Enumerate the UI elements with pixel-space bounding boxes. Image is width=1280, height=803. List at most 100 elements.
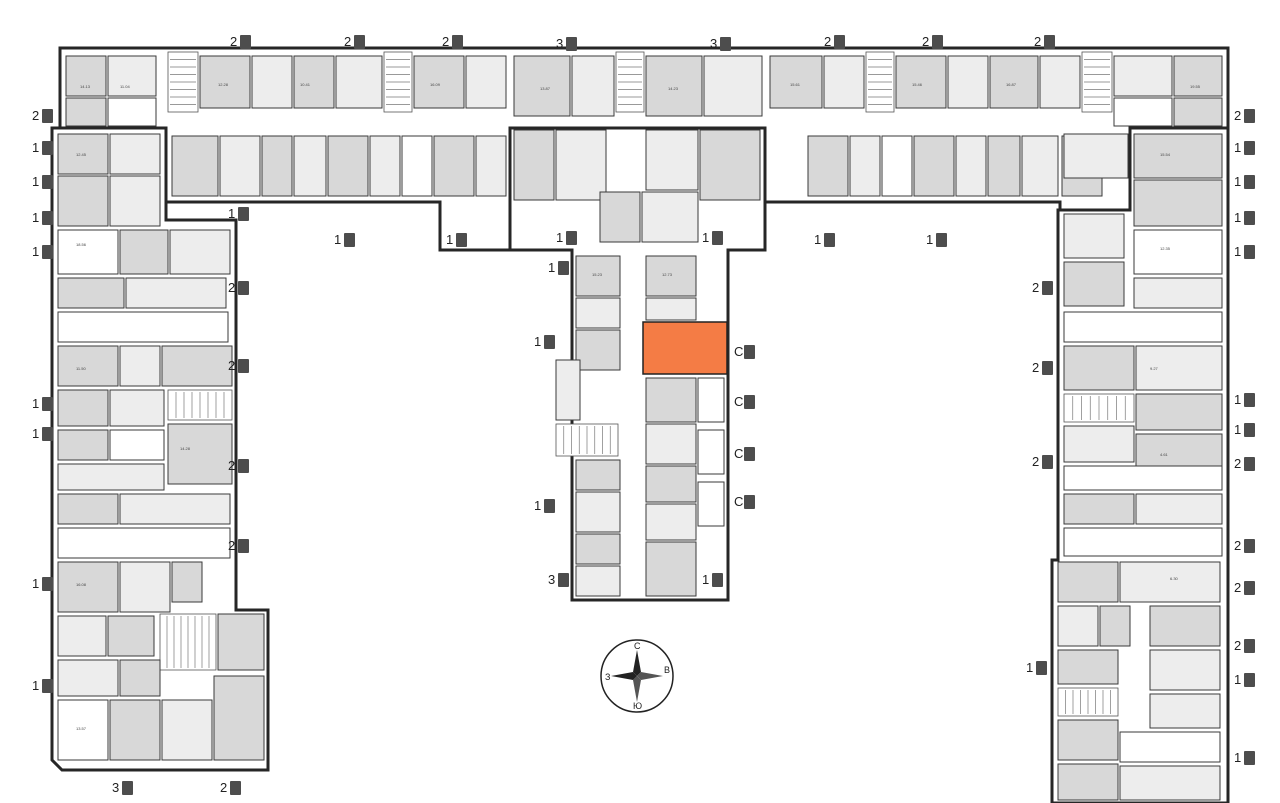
room-count-label[interactable]: 2 xyxy=(344,34,351,49)
room-count-label[interactable]: 1 xyxy=(926,232,933,247)
room xyxy=(119,493,231,525)
room-count-label[interactable]: 2 xyxy=(220,780,227,795)
stair-hatching xyxy=(166,59,1126,714)
studio-label[interactable]: С xyxy=(734,394,743,409)
room xyxy=(1063,311,1223,343)
room xyxy=(641,191,699,243)
room xyxy=(1099,605,1131,647)
apartment-info-tag xyxy=(558,573,569,587)
room-count-label[interactable]: 1 xyxy=(32,244,39,259)
room xyxy=(571,55,615,117)
room xyxy=(57,389,109,427)
room-count-label[interactable]: 1 xyxy=(702,572,709,587)
room-count-label[interactable]: 1 xyxy=(1234,672,1241,687)
room-count-label[interactable]: 2 xyxy=(228,280,235,295)
room xyxy=(109,133,161,175)
selected-apartment[interactable] xyxy=(642,321,728,375)
room-count-label[interactable]: 2 xyxy=(1034,34,1041,49)
room-count-label[interactable]: 1 xyxy=(548,260,555,275)
studio-label[interactable]: С xyxy=(734,446,743,461)
room xyxy=(575,533,621,565)
room-count-label[interactable]: 2 xyxy=(1234,456,1241,471)
room-count-label[interactable]: 1 xyxy=(534,498,541,513)
room-count-label[interactable]: 1 xyxy=(1234,244,1241,259)
room xyxy=(1057,719,1119,761)
room-count-label[interactable]: 1 xyxy=(32,396,39,411)
room-count-label[interactable]: 2 xyxy=(922,34,929,49)
studio-label[interactable]: С xyxy=(734,344,743,359)
room-count-label[interactable]: 1 xyxy=(446,232,453,247)
room xyxy=(1119,765,1221,801)
room-area: 10.41 xyxy=(300,82,311,87)
room xyxy=(65,97,107,127)
room-count-label[interactable]: 1 xyxy=(32,140,39,155)
room-count-label[interactable]: 1 xyxy=(1234,140,1241,155)
apartment-info-tag xyxy=(42,141,53,155)
room-count-label[interactable]: 1 xyxy=(1234,174,1241,189)
room-count-label[interactable]: 1 xyxy=(334,232,341,247)
room-count-label[interactable]: 1 xyxy=(32,426,39,441)
room-count-label[interactable]: 1 xyxy=(702,230,709,245)
room xyxy=(217,613,265,671)
room-count-label[interactable]: 1 xyxy=(534,334,541,349)
room-count-label[interactable]: 1 xyxy=(1234,750,1241,765)
room-count-label[interactable]: 1 xyxy=(556,230,563,245)
room-area: 15.23 xyxy=(592,272,603,277)
room-count-label[interactable]: 2 xyxy=(228,458,235,473)
room-count-label[interactable]: 3 xyxy=(710,36,717,51)
room-count-label[interactable]: 1 xyxy=(1234,210,1241,225)
room-count-label[interactable]: 2 xyxy=(228,538,235,553)
room-count-label[interactable]: 2 xyxy=(230,34,237,49)
room-count-label[interactable]: 2 xyxy=(1234,538,1241,553)
room-count-label[interactable]: 3 xyxy=(548,572,555,587)
studio-label[interactable]: С xyxy=(734,494,743,509)
room xyxy=(57,699,109,761)
left-wing-rooms xyxy=(57,133,265,761)
room-count-label[interactable]: 2 xyxy=(32,108,39,123)
room xyxy=(1063,527,1223,557)
room-count-label[interactable]: 1 xyxy=(228,206,235,221)
room-count-label[interactable]: 1 xyxy=(1026,660,1033,675)
room-count-label[interactable]: 1 xyxy=(32,174,39,189)
room xyxy=(107,97,157,127)
apartment-info-tag xyxy=(1044,35,1055,49)
room xyxy=(327,135,369,197)
room-count-label[interactable]: 1 xyxy=(1234,422,1241,437)
apartment-info-tag xyxy=(240,35,251,49)
room xyxy=(171,561,203,603)
room-count-label[interactable]: 3 xyxy=(556,36,563,51)
room-count-label[interactable]: 1 xyxy=(32,678,39,693)
room xyxy=(401,135,433,197)
room xyxy=(769,55,823,109)
room-count-label[interactable]: 1 xyxy=(814,232,821,247)
room xyxy=(703,55,763,117)
room xyxy=(645,465,697,503)
room-count-label[interactable]: 2 xyxy=(442,34,449,49)
room-count-label[interactable]: 2 xyxy=(1234,638,1241,653)
room-count-label[interactable]: 2 xyxy=(1234,108,1241,123)
room-count-label[interactable]: 2 xyxy=(1032,360,1039,375)
room xyxy=(645,255,697,297)
room xyxy=(161,345,233,387)
room-count-label[interactable]: 2 xyxy=(1032,280,1039,295)
room-count-label[interactable]: 1 xyxy=(1234,392,1241,407)
room xyxy=(575,565,621,597)
room xyxy=(895,55,947,109)
apartment-info-tag xyxy=(452,35,463,49)
apartment-info-tag xyxy=(1244,581,1255,595)
apartment-info-tag xyxy=(238,281,249,295)
room xyxy=(575,297,621,329)
room-count-label[interactable]: 3 xyxy=(112,780,119,795)
room-area: 19.55 xyxy=(1190,84,1201,89)
room xyxy=(109,175,161,227)
room-area: 12.73 xyxy=(662,272,673,277)
apartment-info-tag xyxy=(42,211,53,225)
apartment-info-tag xyxy=(1244,109,1255,123)
room-count-label[interactable]: 2 xyxy=(1234,580,1241,595)
room-count-label[interactable]: 2 xyxy=(228,358,235,373)
room-count-label[interactable]: 2 xyxy=(1032,454,1039,469)
room-count-label[interactable]: 1 xyxy=(32,576,39,591)
room-count-label[interactable]: 2 xyxy=(824,34,831,49)
room-count-label[interactable]: 1 xyxy=(32,210,39,225)
apartment-info-tag xyxy=(1244,751,1255,765)
